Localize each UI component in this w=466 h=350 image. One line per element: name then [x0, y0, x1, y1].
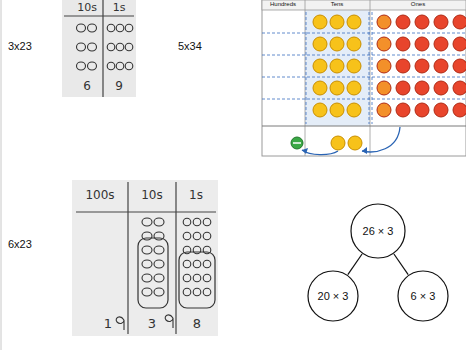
problem-label: 5x34 [178, 40, 202, 52]
handwritten-label: 100s [85, 189, 114, 202]
tree-circle: 26 × 3 [350, 203, 406, 259]
handwritten-label: 3 [148, 317, 156, 331]
handwritten-label: 1s [189, 189, 203, 202]
handwritten-label: 10s [141, 189, 163, 202]
place-value-photo [62, 0, 136, 97]
node-text: 20 × 3 [318, 290, 349, 302]
tree-circle: 6 × 3 [397, 270, 449, 322]
place-value-screenshot [262, 0, 466, 156]
handwritten-label: 1s [113, 2, 126, 14]
handwritten-label: 9 [115, 80, 123, 93]
place-value-photo [72, 180, 218, 336]
problem-label: 3x23 [8, 40, 32, 52]
handwritten-label: 10s [77, 2, 97, 14]
node-text: 6 × 3 [411, 290, 436, 302]
handwritten-label: 6 [83, 80, 91, 93]
problem-label: Ones [411, 1, 425, 8]
tree-circle: 20 × 3 [307, 270, 359, 322]
page-border [1, 0, 2, 350]
problem-label: 6x23 [8, 238, 32, 250]
problem-label: Tens [331, 1, 344, 8]
tree-branch [394, 254, 408, 275]
node-text: 26 × 3 [363, 225, 394, 237]
handwritten-label: 8 [193, 317, 201, 331]
tree-branch [348, 254, 362, 275]
handwritten-label: 1 [104, 317, 112, 331]
problem-label: Hundreds [270, 1, 296, 8]
